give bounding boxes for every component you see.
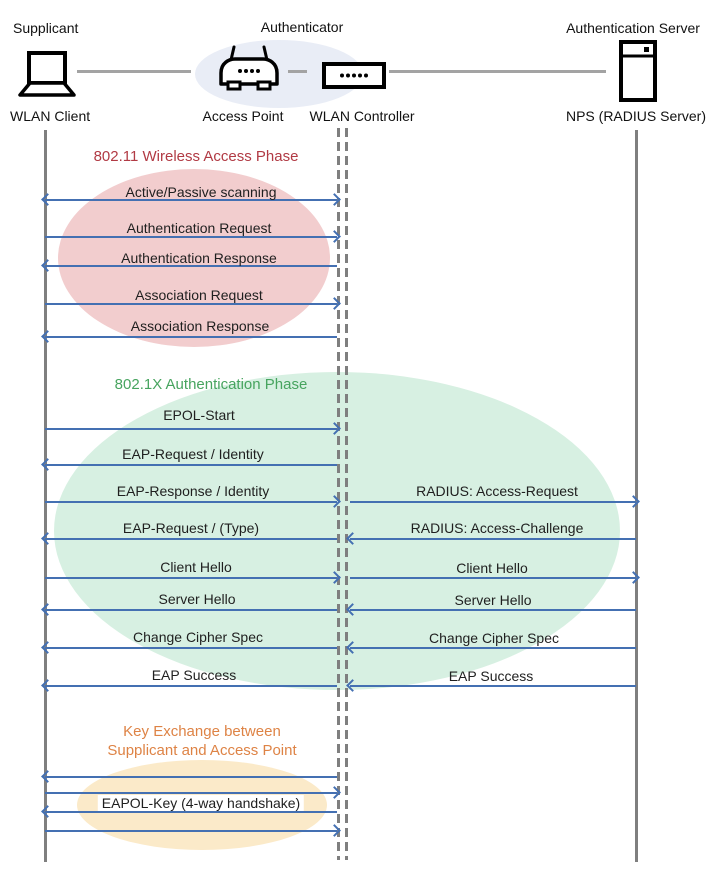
message-arrow — [350, 501, 636, 503]
message-label: Change Cipher Spec — [429, 630, 559, 646]
message-label: RADIUS: Access-Request — [416, 483, 578, 499]
message-label: EAP-Request / (Type) — [122, 520, 260, 536]
message-label: Association Request — [135, 287, 263, 303]
message-label: Change Cipher Spec — [133, 629, 263, 645]
node-label-wlan-controller: WLAN Controller — [309, 108, 415, 124]
connector-controller-server — [389, 70, 606, 73]
message-arrow — [45, 830, 337, 832]
message-label: Authentication Request — [126, 220, 272, 236]
message-label: Authentication Response — [121, 250, 277, 266]
lifeline-wlan-client — [44, 130, 47, 862]
role-supplicant: Supplicant — [13, 20, 79, 36]
message-arrow — [45, 303, 337, 305]
message-label: EAP-Response / Identity — [116, 483, 270, 499]
message-arrow — [45, 538, 337, 540]
role-authentication-server: Authentication Server — [566, 20, 700, 36]
message-arrow — [45, 336, 337, 338]
message-arrow — [350, 609, 636, 611]
message-label: Server Hello — [158, 591, 236, 607]
node-label-wlan-client: WLAN Client — [10, 108, 91, 124]
phase2-title: 802.1X Authentication Phase — [114, 376, 308, 393]
message-arrow — [45, 428, 337, 430]
role-authenticator: Authenticator — [260, 19, 344, 35]
message-label: Client Hello — [456, 560, 528, 576]
message-label: Active/Passive scanning — [125, 184, 277, 200]
laptop-icon — [18, 50, 76, 98]
node-label-access-point: Access Point — [202, 108, 284, 124]
phase1-title: 802.11 Wireless Access Phase — [93, 148, 299, 165]
lifeline-controller-dashed-1 — [337, 128, 340, 860]
message-arrow — [45, 199, 337, 201]
phase3-title: Key Exchange between Supplicant and Acce… — [107, 723, 297, 759]
message-arrow — [45, 464, 337, 466]
message-arrow — [45, 609, 337, 611]
message-arrow — [45, 792, 337, 794]
message-label: EAP Success — [151, 667, 237, 683]
message-arrow — [45, 265, 337, 267]
message-arrow — [45, 577, 337, 579]
message-label: Client Hello — [160, 559, 232, 575]
message-arrow — [350, 577, 636, 579]
message-label: EAPOL-Key (4-way handshake) — [97, 795, 305, 811]
lifeline-controller-dashed-2 — [345, 128, 348, 860]
message-label: EPOL-Start — [163, 407, 235, 423]
message-arrow — [45, 501, 337, 503]
message-arrow — [45, 236, 337, 238]
wlan-controller-icon — [322, 62, 386, 89]
message-label: EAP-Request / Identity — [122, 446, 264, 462]
message-label: Association Response — [130, 318, 270, 334]
message-label: Server Hello — [454, 592, 532, 608]
message-arrow — [45, 776, 337, 778]
message-arrow — [350, 538, 636, 540]
lifeline-radius-server — [635, 130, 638, 862]
message-arrow — [45, 685, 337, 687]
node-label-nps-radius: NPS (RADIUS Server) — [565, 108, 707, 124]
message-arrow — [45, 811, 337, 813]
message-arrow — [350, 685, 636, 687]
message-label: RADIUS: Access-Challenge — [410, 520, 584, 536]
access-point-icon — [218, 44, 280, 96]
message-arrow — [45, 647, 337, 649]
server-icon — [619, 40, 657, 102]
connector-client-ap — [77, 70, 191, 73]
message-label: EAP Success — [448, 668, 534, 684]
message-arrow — [350, 647, 636, 649]
connector-ap-controller — [288, 70, 307, 73]
